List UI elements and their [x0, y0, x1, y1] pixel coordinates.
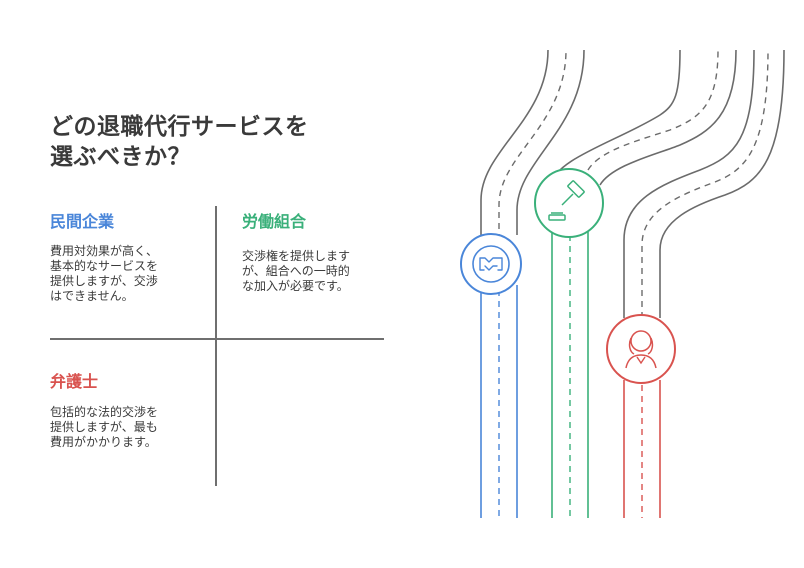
lawyer-line: 費用がかかります。	[50, 435, 157, 449]
road-private-company	[480, 49, 585, 518]
private-company-description: 費用対効果が高く、 基本的なサービスを 提供しますが、交渉 はできません。	[50, 244, 158, 304]
title-line-1: どの退職代行サービスを	[50, 114, 309, 140]
handshake-icon	[460, 233, 522, 295]
private-company-line: 基本的なサービスを	[50, 259, 159, 273]
labor-union-description: 交渉権を提供します が、組合への一時的 な加入が必要です。	[242, 249, 350, 294]
lawyer-description: 包括的な法的交渉を 提供しますが、最も 費用がかかります。	[50, 405, 158, 450]
road-labor-union	[551, 49, 737, 518]
lawyer-icon	[606, 314, 676, 384]
labor-union-line: な加入が必要です。	[242, 279, 349, 293]
private-company-line: 費用対効果が高く、	[50, 244, 159, 258]
lawyer-line: 提供しますが、最も	[50, 420, 158, 434]
lawyer-heading: 弁護士	[50, 372, 99, 391]
page-title: どの退職代行サービスを 選ぶべきか？	[50, 112, 350, 172]
private-company-line: 提供しますが、交渉	[50, 274, 158, 288]
quadrant-divider-horizontal	[50, 338, 384, 340]
private-company-line: はできません。	[50, 289, 134, 303]
title-line-2: 選ぶべきか？	[50, 144, 191, 170]
quadrant-divider-vertical	[215, 206, 217, 486]
road-lawyer	[623, 49, 785, 518]
gavel-icon	[534, 168, 604, 238]
labor-union-line: が、組合への一時的	[242, 264, 350, 278]
labor-union-heading: 労働組合	[242, 212, 307, 231]
labor-union-line: 交渉権を提供します	[242, 249, 351, 263]
private-company-heading: 民間企業	[50, 212, 115, 231]
lawyer-line: 包括的な法的交渉を	[50, 405, 159, 419]
